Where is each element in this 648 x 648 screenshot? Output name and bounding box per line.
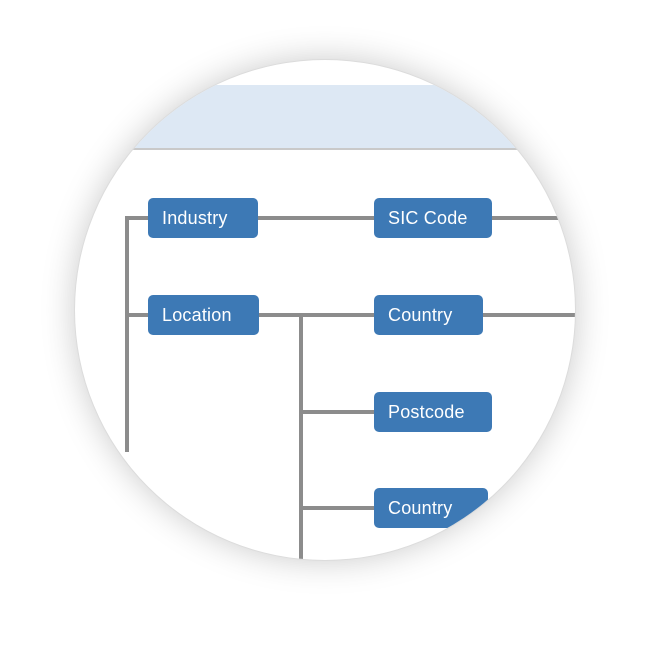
node-postcode[interactable]: Postcode [374, 392, 492, 432]
browser-header-band [75, 85, 575, 150]
location-country-connector-line [257, 313, 376, 317]
node-country[interactable]: Country [374, 295, 483, 335]
node-industry[interactable]: Industry [148, 198, 258, 238]
country2-stub-connector-line [299, 506, 377, 510]
siccode-right-connector-line [490, 216, 575, 220]
node-location[interactable]: Location [148, 295, 259, 335]
location-stub-connector-line [125, 313, 151, 317]
postcode-stub-connector-line [299, 410, 377, 414]
location-branch-connector-line [299, 313, 303, 560]
industry-siccode-connector-line [256, 216, 376, 220]
country-right-connector-line [481, 313, 575, 317]
node-country-2[interactable]: Country [374, 488, 488, 528]
node-sic-code[interactable]: SIC Code [374, 198, 492, 238]
circular-vignette: Industry SIC Code Location Country Postc… [75, 60, 575, 560]
trunk-connector-line [125, 216, 129, 452]
industry-stub-connector-line [125, 216, 151, 220]
